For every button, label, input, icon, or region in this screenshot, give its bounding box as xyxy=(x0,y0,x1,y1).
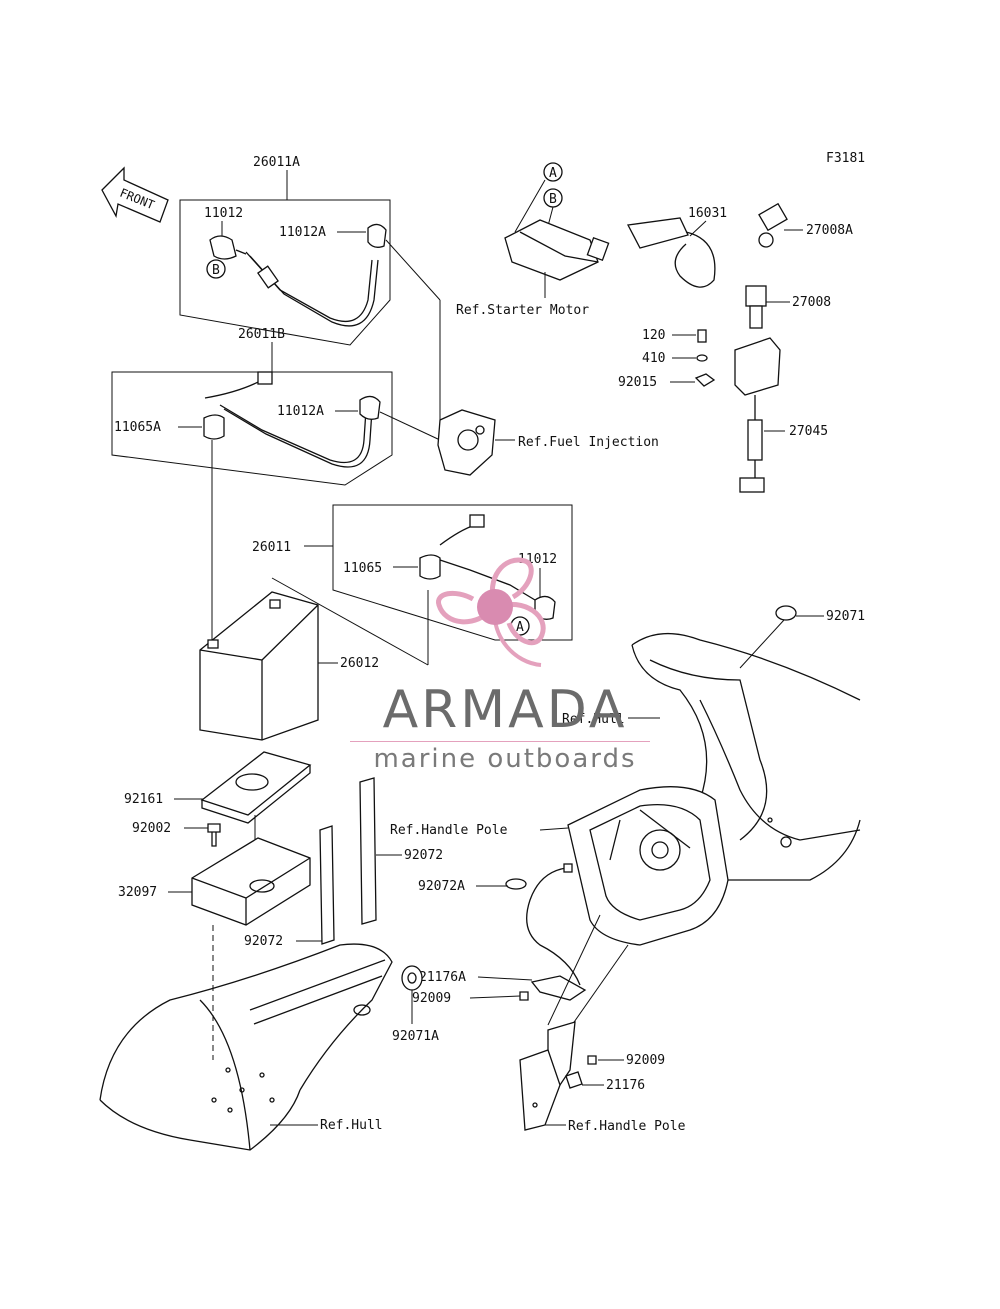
handle-pole-plate xyxy=(567,786,729,946)
hull-lower xyxy=(99,943,393,1151)
watermark-brand: ARMADA xyxy=(382,680,628,740)
key-27008A xyxy=(758,202,788,248)
terminal-cap-11065 xyxy=(419,554,441,580)
part-26011-label: 26011 xyxy=(252,540,291,555)
screw-92009-right xyxy=(587,1055,597,1065)
battery-case-32097 xyxy=(191,837,311,926)
callout-a-top xyxy=(543,162,563,182)
terminal-cap-11012A-top xyxy=(367,223,387,248)
part-92072-left-label: 92072 xyxy=(244,934,283,949)
battery-cable-26011A xyxy=(245,251,379,327)
group-box-26011B xyxy=(111,371,393,486)
key-27008 xyxy=(745,285,767,329)
clip-21176 xyxy=(565,1071,583,1089)
group-box-26011 xyxy=(332,504,573,641)
watermark-divider xyxy=(350,741,650,742)
ref-hull-lower: Ref.Hull xyxy=(320,1118,383,1133)
battery-26012 xyxy=(199,591,319,741)
callout-b-top-text: B xyxy=(549,192,557,207)
part-92009-right-label: 92009 xyxy=(626,1053,665,1068)
part-410-label: 410 xyxy=(642,351,665,366)
ref-handle-pole-lower: Ref.Handle Pole xyxy=(568,1119,686,1134)
part-92071A-label: 92071A xyxy=(392,1029,439,1044)
watermark-tagline: marine outboards xyxy=(373,744,637,774)
part-11012A-mid-label: 11012A xyxy=(277,404,324,419)
terminal-cap-11065A xyxy=(203,414,225,440)
part-120-label: 120 xyxy=(642,328,665,343)
ref-hull-upper: Ref.Hull xyxy=(562,712,625,727)
fuel-injection-bracket xyxy=(437,409,496,476)
screw-92009-left xyxy=(519,991,529,1001)
ref-fuel-injection: Ref.Fuel Injection xyxy=(518,435,659,450)
figure-code: F3181 xyxy=(826,151,865,166)
part-26011B-label: 26011B xyxy=(238,327,285,342)
terminal-cap-11012A-mid xyxy=(359,395,381,420)
bolt-92002 xyxy=(207,823,221,847)
callout-b-left-text: B xyxy=(212,263,220,278)
battery-pad-92161 xyxy=(200,751,312,824)
part-21176A-label: 21176A xyxy=(419,970,466,985)
callout-b-left xyxy=(206,259,226,279)
starter-motor xyxy=(504,219,610,281)
handle-pole-lower xyxy=(519,1021,576,1131)
part-92161-label: 92161 xyxy=(124,792,163,807)
part-92002-label: 92002 xyxy=(132,821,171,836)
callout-a-mid-text: A xyxy=(516,620,524,635)
clamp-92072A xyxy=(505,878,527,890)
part-26012-label: 26012 xyxy=(340,656,379,671)
group-box-26011A xyxy=(179,199,391,346)
part-92072A-label: 92072A xyxy=(418,879,465,894)
part-92009-left-label: 92009 xyxy=(412,991,451,1006)
screw-120 xyxy=(697,329,707,343)
lanyard-16031 xyxy=(626,217,716,288)
ignition-switch-27045 xyxy=(734,337,781,493)
battery-cable-26011 xyxy=(439,514,536,601)
nut-92015 xyxy=(694,373,716,387)
grommet-92071A xyxy=(401,965,423,991)
armada-logo-icon xyxy=(436,557,546,667)
part-21176-label: 21176 xyxy=(606,1078,645,1093)
part-11012-top-label: 11012 xyxy=(204,206,243,221)
part-26011A-label: 26011A xyxy=(253,155,300,170)
part-16031-label: 16031 xyxy=(688,206,727,221)
part-92071-label: 92071 xyxy=(826,609,865,624)
part-11065A-label: 11065A xyxy=(114,420,161,435)
strap-92072-right xyxy=(359,777,377,925)
terminal-cap-11012 xyxy=(209,235,247,260)
part-11012A-top-label: 11012A xyxy=(279,225,326,240)
callout-a-top-text: A xyxy=(549,166,557,181)
washer-410 xyxy=(696,354,708,362)
grommet-92071 xyxy=(775,605,797,621)
part-11065-label: 11065 xyxy=(343,561,382,576)
part-92072-right-label: 92072 xyxy=(404,848,443,863)
strap-92072-left xyxy=(319,825,335,945)
front-arrow-icon: FRONT xyxy=(101,166,169,223)
battery-cable-26011B xyxy=(204,371,373,468)
ref-starter-motor: Ref.Starter Motor xyxy=(456,303,589,318)
part-27008A-label: 27008A xyxy=(806,223,853,238)
part-92015-label: 92015 xyxy=(618,375,657,390)
bracket-21176A xyxy=(530,975,587,1001)
ref-handle-pole-upper: Ref.Handle Pole xyxy=(390,823,508,838)
part-27045-label: 27045 xyxy=(789,424,828,439)
part-27008-label: 27008 xyxy=(792,295,831,310)
wiring-harness xyxy=(526,867,581,986)
part-32097-label: 32097 xyxy=(118,885,157,900)
